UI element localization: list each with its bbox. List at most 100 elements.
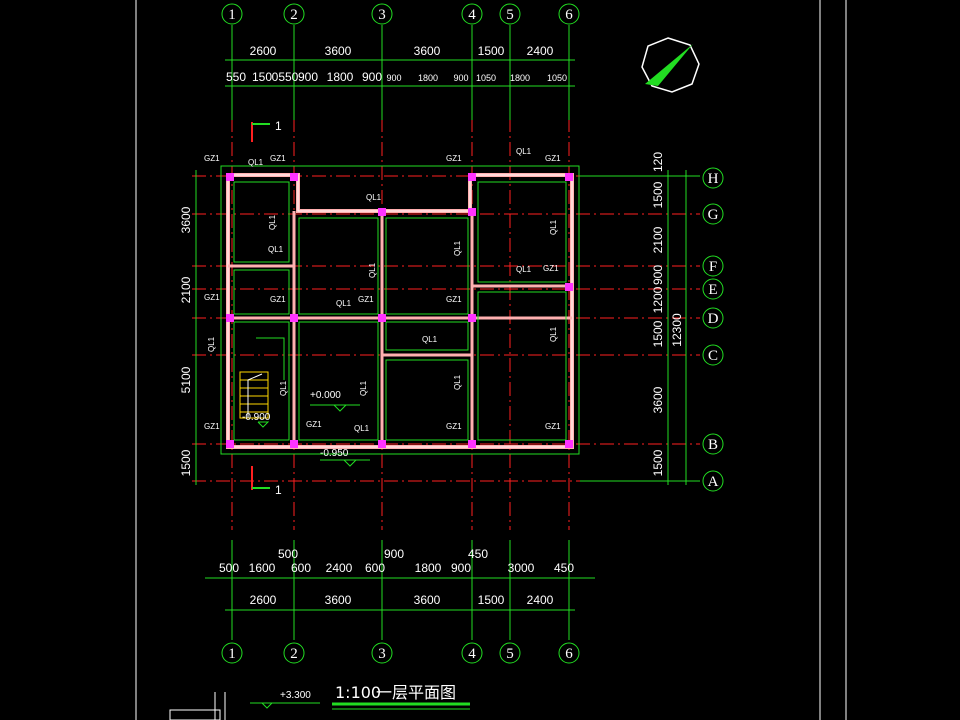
column-gz1 xyxy=(290,440,298,448)
bottom-dim-upper: 500 xyxy=(278,547,298,561)
grid-label-row-F: F xyxy=(709,259,717,275)
bottom-dim-detail: 1600 xyxy=(249,561,276,575)
beam-tag-ql1: QL1 xyxy=(268,214,277,230)
top-dim-main: 1500 xyxy=(478,44,505,58)
top-dim-detail: 0550 xyxy=(272,70,299,84)
beam-tag-ql1: QL1 xyxy=(453,374,462,390)
column-tag-gz1: GZ1 xyxy=(306,420,322,429)
column-gz1 xyxy=(565,283,573,291)
bottom-detail xyxy=(169,692,226,720)
beam-tag-ql1: QL1 xyxy=(549,219,558,235)
grid-label-row-G: G xyxy=(708,207,719,223)
top-dim-detail: 1800 xyxy=(327,70,354,84)
bottom-dim-main: 1500 xyxy=(478,593,505,607)
top-dim-detail: 900 xyxy=(453,73,468,83)
grid-bubble-col-6 xyxy=(558,642,580,664)
left-dim: 5100 xyxy=(179,366,193,393)
ground-level-text: -0.950 xyxy=(320,448,349,459)
beam-tag-ql1: QL1 xyxy=(248,158,264,167)
grid-bubble-row-D xyxy=(702,307,724,329)
beam-tag-ql1: QL1 xyxy=(336,299,352,308)
top-dim-main: 2400 xyxy=(527,44,554,58)
grid-label-row-D: D xyxy=(708,311,719,327)
bottom-dim-upper: 450 xyxy=(468,547,488,561)
left-dim: 3600 xyxy=(179,206,193,233)
beam-tag-ql1: QL1 xyxy=(207,336,216,352)
top-dim-detail: 550 xyxy=(226,70,246,84)
grid-bubble-col-4 xyxy=(461,3,483,25)
grid-label-col-3: 3 xyxy=(378,646,386,662)
dimension-lines xyxy=(195,25,700,640)
column-gz1 xyxy=(226,440,234,448)
right-dim: 1500 xyxy=(651,181,665,208)
column-gz1 xyxy=(290,314,298,322)
right-dim: 120 xyxy=(651,152,665,172)
top-dim-detail: 150 xyxy=(252,70,272,84)
bottom-dim-main: 3600 xyxy=(325,593,352,607)
grid-bubble-col-2 xyxy=(283,3,305,25)
grid-bubble-col-1 xyxy=(221,3,243,25)
bottom-dim-detail: 600 xyxy=(365,561,385,575)
grid-label-col-1: 1 xyxy=(228,646,236,662)
column-tag-gz1: GZ1 xyxy=(204,422,220,431)
grid-label-col-4: 4 xyxy=(468,646,476,662)
right-dim: 1500 xyxy=(651,320,665,347)
column-tag-gz1: GZ1 xyxy=(446,295,462,304)
section-marks xyxy=(251,122,270,490)
column-tag-gz1: GZ1 xyxy=(204,293,220,302)
top-dim-main: 2600 xyxy=(250,44,277,58)
beam-tag-ql1: QL1 xyxy=(366,193,382,202)
top-dim-detail: 1050 xyxy=(476,73,496,83)
beam-tag-ql1: QL1 xyxy=(359,380,368,396)
grid-label-col-4: 4 xyxy=(468,7,476,23)
column-gz1 xyxy=(290,173,298,181)
column-gz1 xyxy=(378,208,386,216)
column-tag-gz1: GZ1 xyxy=(270,295,286,304)
grid-bubble-row-B xyxy=(702,433,724,455)
top-dim-detail: 1800 xyxy=(510,73,530,83)
grid-bubble-row-A xyxy=(702,470,724,492)
grid-label-col-5: 5 xyxy=(506,7,514,23)
drawing-title: 一层平面图 xyxy=(376,683,456,702)
grid-bubble-col-6 xyxy=(558,3,580,25)
grid-label-row-H: H xyxy=(708,171,719,187)
bottom-dim-upper: 900 xyxy=(384,547,404,561)
top-dim-detail: 1800 xyxy=(418,73,438,83)
bottom-dim-main: 3600 xyxy=(414,593,441,607)
north-arrow-icon xyxy=(641,37,700,93)
top-dim-main: 3600 xyxy=(325,44,352,58)
column-gz1 xyxy=(378,440,386,448)
beam-tag-ql1: QL1 xyxy=(354,424,370,433)
grid-bubble-col-5 xyxy=(499,3,521,25)
bottom-dim-detail: 2400 xyxy=(326,561,353,575)
grid-bubble-col-5 xyxy=(499,642,521,664)
column-tag-gz1: GZ1 xyxy=(446,422,462,431)
grid-label-col-3: 3 xyxy=(378,7,386,23)
top-dim-detail: 900 xyxy=(362,70,382,84)
top-dim-detail: 1050 xyxy=(547,73,567,83)
column-gz1 xyxy=(226,314,234,322)
grid-bubble-col-3 xyxy=(371,642,393,664)
grid-bubble-row-H xyxy=(702,167,724,189)
column-tag-gz1: GZ1 xyxy=(543,264,559,273)
grid-bubble-row-C xyxy=(702,344,724,366)
column-tag-gz1: GZ1 xyxy=(446,154,462,163)
column-gz1 xyxy=(468,314,476,322)
stair xyxy=(239,337,285,419)
top-dim-detail: 900 xyxy=(386,73,401,83)
right-dim: 2100 xyxy=(651,226,665,253)
section-mark-bottom: 1 xyxy=(275,483,282,497)
right-dim: 900 xyxy=(651,265,665,285)
column-gz1 xyxy=(468,208,476,216)
beam-tag-ql1: QL1 xyxy=(453,240,462,256)
grid-bubble-col-3 xyxy=(371,3,393,25)
column-tag-gz1: GZ1 xyxy=(358,295,374,304)
column-tag-gz1: GZ1 xyxy=(270,154,286,163)
bottom-dim-detail: 600 xyxy=(291,561,311,575)
section-mark-top: 1 xyxy=(275,119,282,133)
grid-label-col-2: 2 xyxy=(290,7,298,23)
